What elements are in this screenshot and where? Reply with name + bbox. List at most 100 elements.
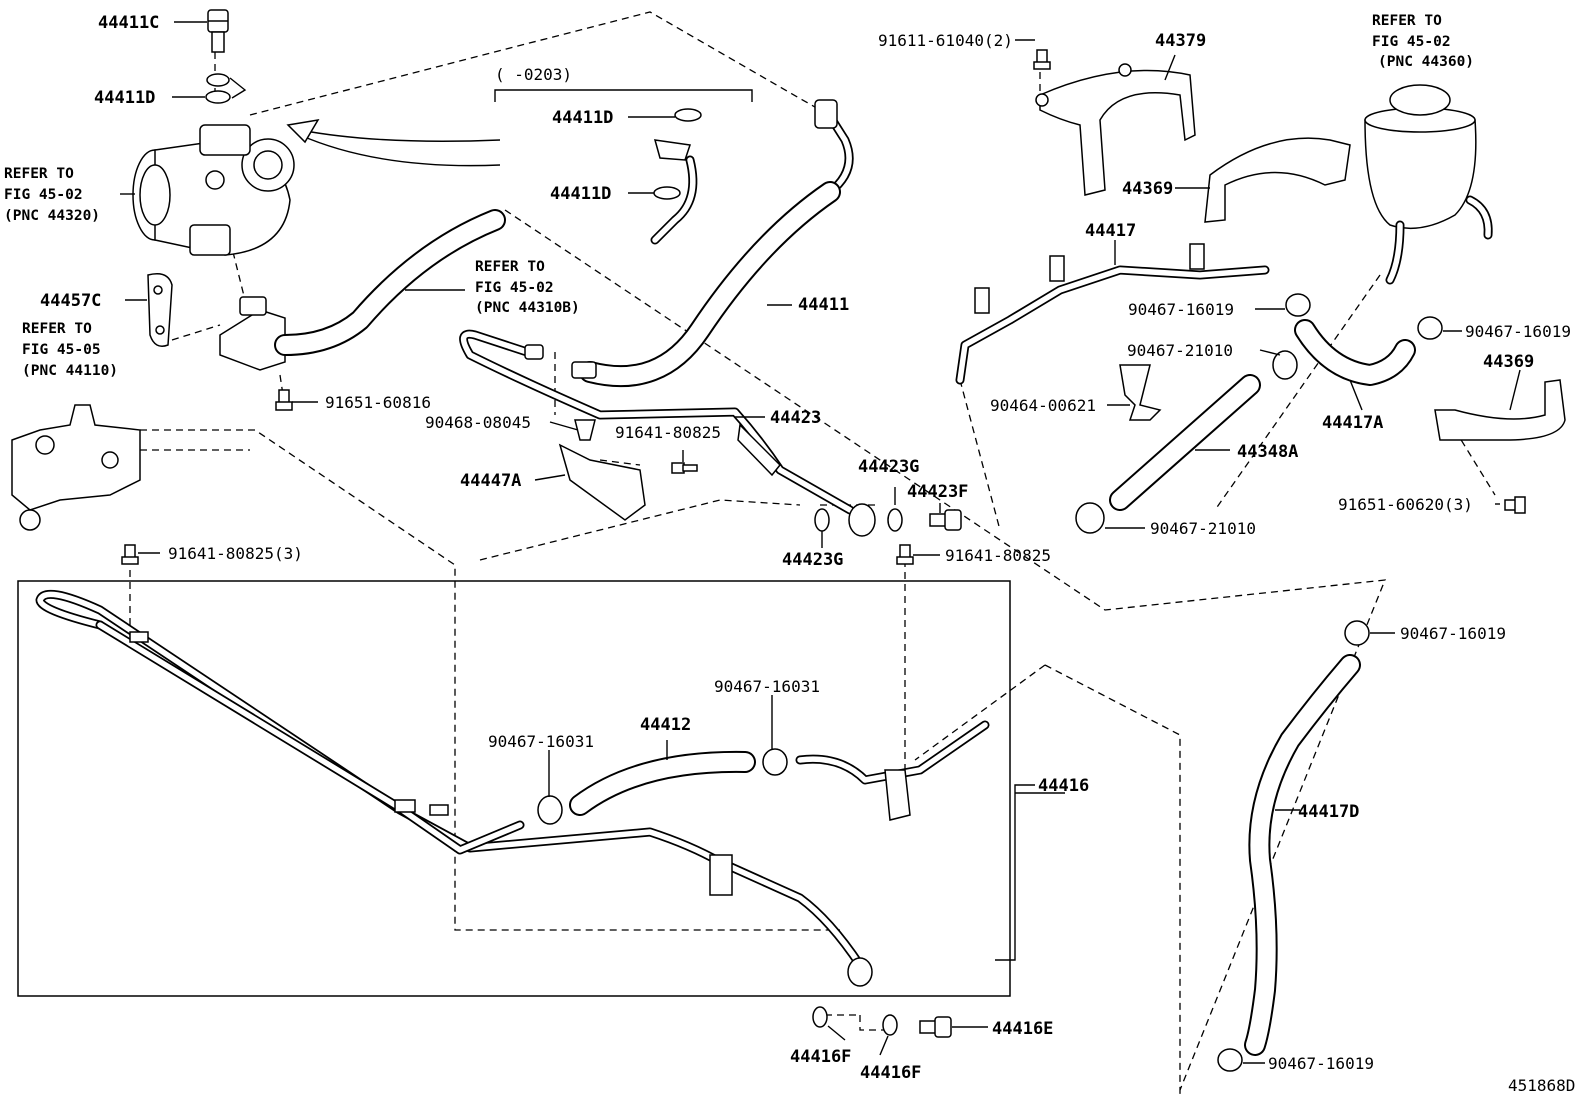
- tube-44423: [459, 329, 876, 537]
- label-44412: 44412: [640, 715, 691, 735]
- bracket-44379: [1033, 49, 1196, 196]
- label-44416E: 44416E: [992, 1019, 1053, 1039]
- ref-pump-line1: REFER TO: [4, 166, 74, 182]
- label-44348A: 44348A: [1237, 442, 1298, 462]
- band-44369-a: [1204, 137, 1351, 223]
- clamp-90467-16019-c: [1344, 620, 1370, 646]
- ref-hose-line1: REFER TO: [475, 259, 545, 275]
- range-bracket: [494, 89, 753, 102]
- fastener-labels: 91611-61040(2) 91651-60816 90468-08045 9…: [168, 31, 1571, 1073]
- label-44411C: 44411C: [98, 13, 159, 33]
- hose-44348A: [1109, 374, 1261, 511]
- clamp-90467-16031-b: [762, 748, 788, 776]
- part-labels: 44411C 44411D ( -0203) 44411D 44411D 444…: [40, 13, 1534, 1083]
- label-44423G-b: 44423G: [782, 550, 843, 570]
- label-90468-08045: 90468-08045: [425, 413, 531, 432]
- label-91641-80825-a: 91641-80825: [615, 423, 721, 442]
- label-90467-16019-b: 90467-16019: [1465, 322, 1571, 341]
- bolt-44416E: [919, 1016, 952, 1038]
- ref-hose-line3: (PNC 44310B): [475, 300, 580, 316]
- label-91641-80825-b: 91641-80825(3): [168, 544, 303, 563]
- label-44379: 44379: [1155, 31, 1206, 51]
- label-44411: 44411: [798, 295, 849, 315]
- label-91651-60816: 91651-60816: [325, 393, 431, 412]
- bolt-91641-80825-b: [121, 544, 139, 565]
- band-44369-b: [1434, 379, 1566, 441]
- label-44411D-top: 44411D: [94, 88, 155, 108]
- reservoir: [1364, 84, 1493, 285]
- diagram-id: 451868D: [1508, 1076, 1575, 1095]
- clip-90468-08045: [574, 419, 596, 441]
- clamp-90467-21010-b: [1075, 502, 1105, 534]
- label-44457C: 44457C: [40, 291, 101, 311]
- clamp-90467-16031-a: [537, 795, 563, 825]
- label-44416F-b: 44416F: [860, 1063, 921, 1083]
- label-44411D-a: 44411D: [552, 108, 613, 128]
- refer-notes: REFER TO FIG 45-02 (PNC 44320) REFER TO …: [4, 13, 1474, 379]
- hose-44417A: [1294, 319, 1416, 386]
- label-44369-b: 44369: [1483, 352, 1534, 372]
- bolt-91651-60816: [275, 389, 293, 411]
- ref-engine-line1: REFER TO: [22, 321, 92, 337]
- tube-44417: [955, 243, 1270, 385]
- label-91641-80825-c: 91641-80825: [945, 546, 1051, 565]
- clip-90464-00621: [1119, 364, 1162, 421]
- return-tube-44416-end: [795, 720, 990, 821]
- ref-pump-line2: FIG 45-02: [4, 187, 83, 203]
- ref-reservoir-line1: REFER TO: [1372, 13, 1442, 29]
- label-44416: 44416: [1038, 776, 1089, 796]
- bolt-91641-80825-a: [671, 462, 698, 474]
- direction-arrow: [286, 118, 501, 167]
- label-90467-21010-a: 90467-21010: [1127, 341, 1233, 360]
- bolt-44423F: [929, 509, 962, 531]
- leader-lines: [120, 21, 1521, 1064]
- label-90467-16019-d: 90467-16019: [1268, 1054, 1374, 1073]
- ref-reservoir-line3: (PNC 44360): [1378, 54, 1474, 70]
- inset-parts: [650, 108, 702, 245]
- label-44423G-a: 44423G: [858, 457, 919, 477]
- label-44417: 44417: [1085, 221, 1136, 241]
- assembly-box-44416: [17, 580, 1011, 997]
- cooler-tube-44416: [35, 589, 873, 987]
- washer-44423G-a: [814, 508, 830, 532]
- clamp-90467-16019-b: [1417, 316, 1443, 340]
- label-91651-60620: 91651-60620(3): [1338, 495, 1473, 514]
- label-90467-16019-c: 90467-16019: [1400, 624, 1506, 643]
- label-90467-21010-b: 90467-21010: [1150, 519, 1256, 538]
- power-steering-pump: [132, 124, 295, 256]
- bolt-91651-60620: [1504, 496, 1526, 514]
- label-range-note: ( -0203): [495, 65, 572, 84]
- hose-44412: [569, 750, 756, 816]
- label-44447A: 44447A: [460, 471, 521, 491]
- clamp-90467-16019-a: [1285, 293, 1311, 317]
- label-44411D-b: 44411D: [550, 184, 611, 204]
- washer-44416F-b: [882, 1014, 898, 1036]
- label-90467-16031-a: 90467-16031: [488, 732, 594, 751]
- hose-44310B: [219, 209, 506, 371]
- label-44423F: 44423F: [907, 482, 968, 502]
- clamp-90467-21010-a: [1272, 350, 1298, 380]
- ref-pump-line3: (PNC 44320): [4, 208, 100, 224]
- ref-reservoir-line2: FIG 45-02: [1372, 34, 1451, 50]
- washer-44423G-b: [887, 508, 903, 532]
- ref-engine-line3: (PNC 44110): [22, 363, 118, 379]
- label-44416F-a: 44416F: [790, 1047, 851, 1067]
- tube-44411: [571, 99, 854, 388]
- label-90467-16019-a: 90467-16019: [1128, 300, 1234, 319]
- ref-engine-line2: FIG 45-05: [22, 342, 101, 358]
- washer-44416F-a: [812, 1006, 828, 1028]
- washer-44411D-top: [205, 73, 247, 104]
- label-44417A: 44417A: [1322, 413, 1383, 433]
- label-44423: 44423: [770, 408, 821, 428]
- fitting-44411C: [207, 9, 229, 53]
- bracket-44447A: [558, 443, 646, 521]
- bolt-91641-80825-c: [896, 544, 914, 565]
- label-91611-61040: 91611-61040(2): [878, 31, 1013, 50]
- engine-part: [11, 404, 141, 531]
- label-90464-00621: 90464-00621: [990, 396, 1096, 415]
- clamp-90467-16019-d: [1217, 1048, 1243, 1072]
- label-90467-16031-b: 90467-16031: [714, 677, 820, 696]
- label-44417D: 44417D: [1298, 802, 1359, 822]
- bracket-44457C: [147, 273, 173, 347]
